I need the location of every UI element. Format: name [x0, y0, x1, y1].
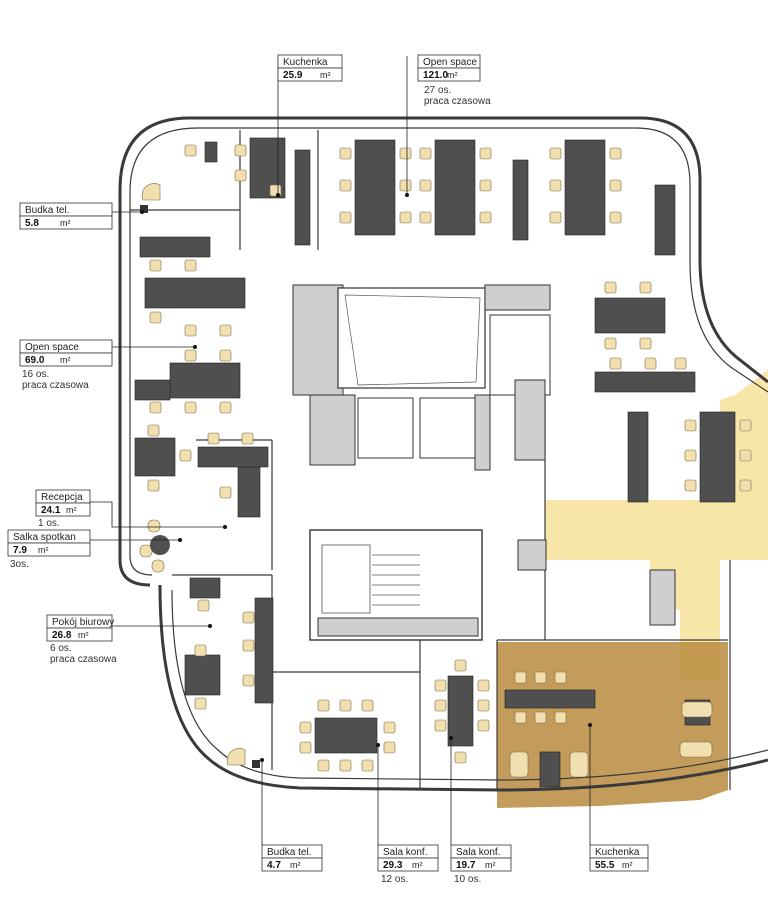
svg-text:24.1: 24.1 — [41, 505, 61, 516]
svg-text:praca czasowa: praca czasowa — [22, 380, 89, 391]
svg-text:69.0: 69.0 — [25, 355, 45, 366]
svg-text:m²: m² — [38, 545, 49, 555]
svg-text:Budka tel.: Budka tel. — [25, 205, 69, 216]
svg-text:Sala konf.: Sala konf. — [456, 847, 500, 858]
svg-text:Sala konf.: Sala konf. — [383, 847, 427, 858]
svg-text:10 os.: 10 os. — [454, 874, 481, 885]
south-wall — [158, 584, 768, 792]
svg-text:praca czasowa: praca czasowa — [50, 654, 117, 665]
svg-text:1 os.: 1 os. — [38, 518, 60, 529]
furniture — [134, 137, 752, 788]
svg-text:12 os.: 12 os. — [381, 874, 408, 885]
leader-lines — [90, 56, 592, 845]
svg-text:5.8: 5.8 — [25, 218, 39, 229]
svg-text:Open space: Open space — [423, 57, 477, 68]
outer-wall — [190, 116, 768, 384]
svg-text:4.7: 4.7 — [267, 860, 281, 871]
svg-text:m²: m² — [412, 860, 423, 870]
svg-text:19.7: 19.7 — [456, 860, 476, 871]
svg-text:Recepcja: Recepcja — [41, 492, 83, 503]
svg-text:Budka tel.: Budka tel. — [267, 847, 311, 858]
west-wall — [118, 116, 191, 587]
room-label-recepcja: Recepcja 24.1 m² 1 os. — [35, 489, 91, 529]
svg-text:m²: m² — [66, 505, 77, 515]
room-label-sala-2: Sala konf. 19.7 m² 10 os. — [450, 844, 512, 885]
zone-yellow — [545, 370, 768, 680]
room-label-kuchenka-2: Kuchenka 55.5 m² — [589, 844, 649, 872]
svg-text:praca czasowa: praca czasowa — [424, 96, 491, 107]
svg-text:m²: m² — [60, 218, 71, 228]
room-label-kuchenka-1: Kuchenka 25.9 m² — [277, 54, 343, 82]
svg-text:26.8: 26.8 — [52, 630, 72, 641]
inner-wall — [198, 127, 768, 393]
svg-text:16 os.: 16 os. — [22, 369, 49, 380]
svg-text:m²: m² — [447, 70, 458, 80]
svg-text:m²: m² — [485, 860, 496, 870]
room-label-salka: Salka spotkan 7.9 m² 3os. — [7, 529, 91, 570]
svg-text:27 os.: 27 os. — [424, 85, 451, 96]
svg-text:Open space: Open space — [25, 342, 79, 353]
svg-text:7.9: 7.9 — [13, 545, 27, 556]
svg-text:3os.: 3os. — [10, 559, 29, 570]
svg-text:m²: m² — [78, 630, 89, 640]
svg-text:6 os.: 6 os. — [50, 643, 72, 654]
svg-text:m²: m² — [320, 70, 331, 80]
room-label-open-space-2: Open space 69.0 m² 16 os. praca czasowa — [19, 339, 113, 391]
svg-text:25.9: 25.9 — [283, 70, 303, 81]
west-wall-inner — [129, 127, 199, 576]
svg-text:29.3: 29.3 — [383, 860, 403, 871]
room-label-pokoj: Pokój biurowy 26.8 m² 6 os. praca czasow… — [46, 614, 117, 665]
building-core — [292, 284, 676, 641]
svg-text:Kuchenka: Kuchenka — [283, 57, 328, 68]
svg-text:121.0: 121.0 — [423, 70, 448, 81]
svg-text:55.5: 55.5 — [595, 860, 615, 871]
svg-text:Kuchenka: Kuchenka — [595, 847, 640, 858]
svg-text:m²: m² — [60, 355, 71, 365]
room-label-budka-2: Budka tel. 4.7 m² — [261, 844, 323, 872]
svg-text:Salka spotkan: Salka spotkan — [13, 532, 76, 543]
room-label-budka-1: Budka tel. 5.8 m² — [19, 202, 113, 230]
south-wall-inner — [171, 589, 768, 781]
partitions — [130, 130, 731, 790]
svg-text:Pokój biurowy: Pokój biurowy — [52, 617, 114, 628]
svg-text:m²: m² — [290, 860, 301, 870]
room-label-open-space-1: Open space 121.0 m² 27 os. praca czasowa — [417, 54, 491, 107]
svg-text:m²: m² — [622, 860, 633, 870]
room-label-sala-1: Sala konf. 29.3 m² 12 os. — [377, 844, 439, 885]
